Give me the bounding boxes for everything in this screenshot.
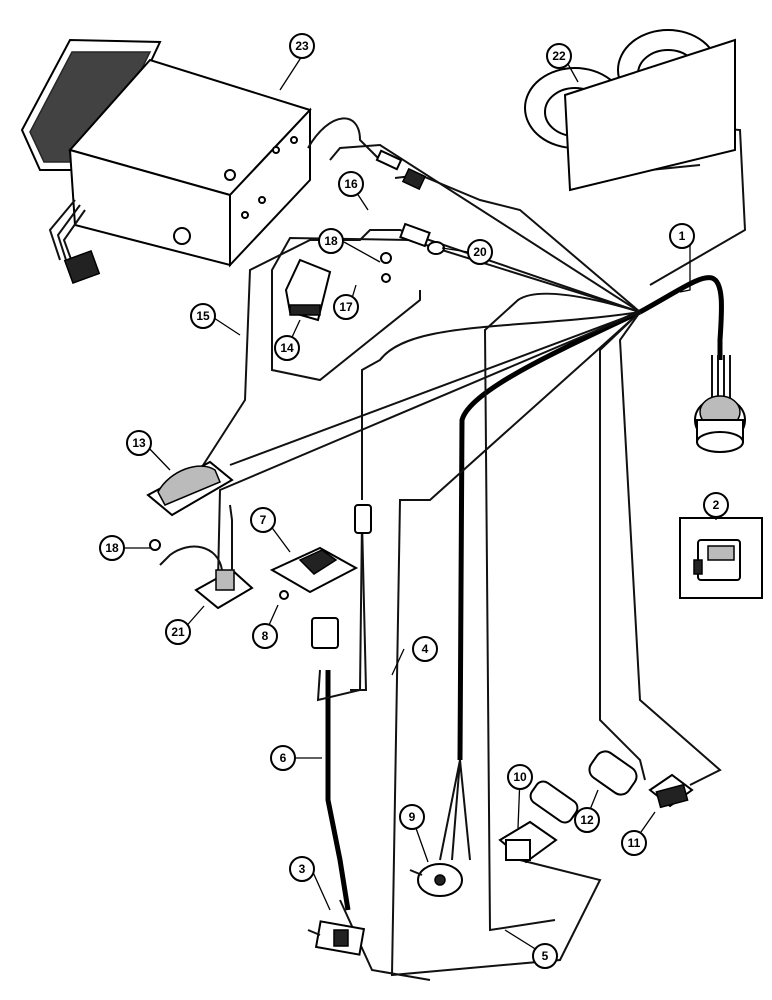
switch-part-20 bbox=[399, 222, 445, 255]
callout-22: 22 bbox=[546, 43, 572, 69]
connector-box-part-2 bbox=[679, 517, 763, 599]
callout-4: 4 bbox=[412, 636, 438, 662]
svg-text:16: 16 bbox=[344, 177, 358, 191]
callout-7: 7 bbox=[250, 507, 276, 533]
svg-text:22: 22 bbox=[552, 49, 566, 63]
svg-text:14: 14 bbox=[280, 341, 294, 355]
round-connector-part-1 bbox=[694, 395, 746, 453]
svg-text:11: 11 bbox=[628, 836, 641, 850]
callout-21: 21 bbox=[165, 619, 191, 645]
callout-20: 20 bbox=[467, 239, 493, 265]
svg-text:13: 13 bbox=[132, 436, 146, 450]
svg-text:3: 3 bbox=[299, 862, 306, 876]
callout-17: 17 bbox=[333, 294, 359, 320]
callout-18-lower: 18 bbox=[99, 535, 125, 561]
svg-text:7: 7 bbox=[260, 513, 267, 527]
svg-text:15: 15 bbox=[196, 309, 210, 323]
lighter-part-12 bbox=[529, 750, 638, 824]
switch-part-3 bbox=[307, 920, 366, 956]
callout-8: 8 bbox=[252, 623, 278, 649]
callout-6: 6 bbox=[270, 745, 296, 771]
callout-18-upper: 18 bbox=[318, 228, 344, 254]
relay-part-14 bbox=[284, 252, 392, 322]
callout-9: 9 bbox=[399, 804, 425, 830]
callout-15: 15 bbox=[190, 303, 216, 329]
svg-text:18: 18 bbox=[324, 234, 338, 248]
svg-text:12: 12 bbox=[580, 813, 594, 827]
svg-text:18: 18 bbox=[105, 541, 119, 555]
callout-16: 16 bbox=[338, 171, 364, 197]
callout-14: 14 bbox=[274, 335, 300, 361]
socket-part-11 bbox=[648, 773, 694, 809]
svg-text:6: 6 bbox=[280, 751, 287, 765]
svg-text:10: 10 bbox=[513, 770, 527, 784]
callout-23: 23 bbox=[289, 33, 315, 59]
svg-text:2: 2 bbox=[713, 498, 720, 512]
lamp-part-13 bbox=[146, 460, 234, 517]
callout-3: 3 bbox=[289, 856, 315, 882]
svg-text:20: 20 bbox=[473, 245, 487, 259]
radio-unit-part-23 bbox=[20, 38, 427, 285]
sender-part-21 bbox=[149, 504, 254, 610]
svg-text:8: 8 bbox=[262, 629, 269, 643]
blower-part-22 bbox=[524, 29, 736, 192]
callout-12: 12 bbox=[574, 807, 600, 833]
callout-10: 10 bbox=[507, 764, 533, 790]
svg-text:23: 23 bbox=[295, 39, 309, 53]
callout-2: 2 bbox=[703, 492, 729, 518]
svg-text:5: 5 bbox=[542, 949, 549, 963]
rotary-switch-part-9 bbox=[409, 863, 463, 897]
svg-text:1: 1 bbox=[679, 229, 686, 243]
terminal-block-part-7 bbox=[269, 504, 372, 649]
svg-text:4: 4 bbox=[422, 642, 429, 656]
svg-text:21: 21 bbox=[171, 625, 185, 639]
svg-text:9: 9 bbox=[409, 810, 416, 824]
switch-part-10 bbox=[498, 820, 558, 864]
callout-5: 5 bbox=[532, 943, 558, 969]
svg-text:17: 17 bbox=[339, 300, 353, 314]
callout-1: 1 bbox=[669, 223, 695, 249]
callout-11: 11 bbox=[621, 830, 647, 856]
callout-13: 13 bbox=[126, 430, 152, 456]
